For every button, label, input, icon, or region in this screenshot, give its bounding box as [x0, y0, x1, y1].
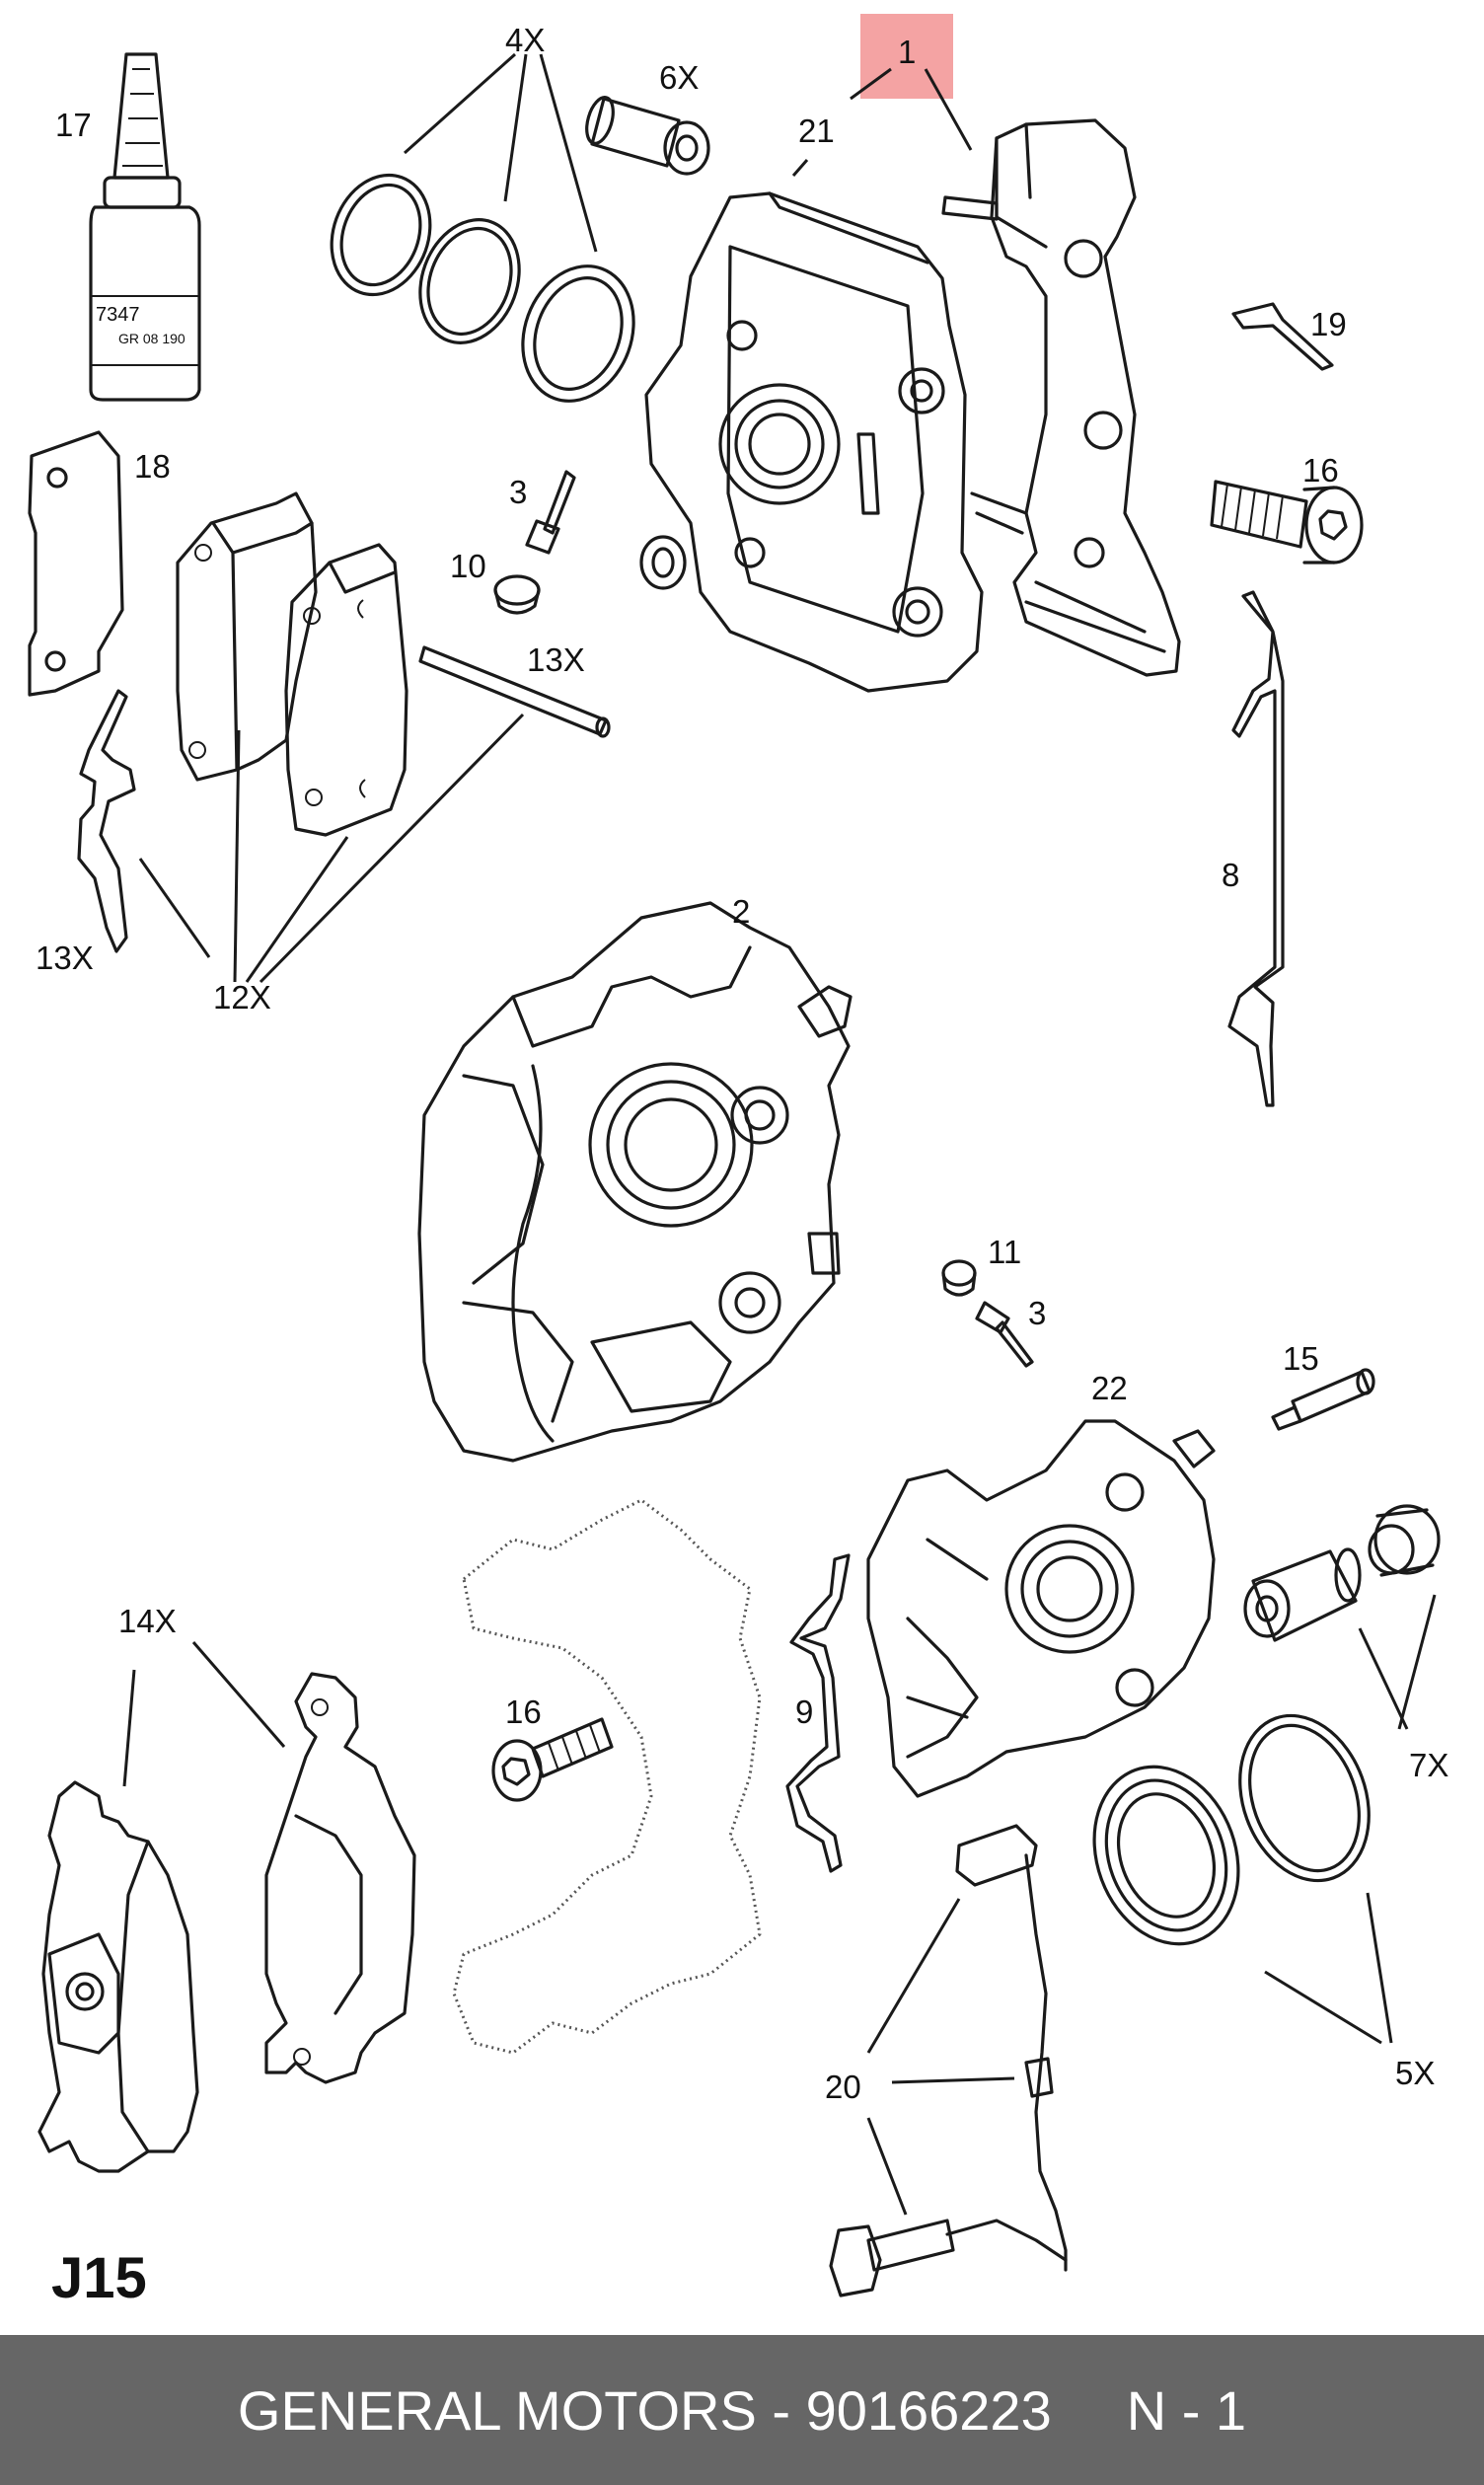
part-3-bleed-screw-mid: [975, 1301, 1034, 1368]
part-11-dust-cap: [941, 1259, 977, 1297]
label-16-bottom: 16: [505, 1694, 542, 1730]
label-9: 9: [795, 1694, 813, 1730]
part-21-caliper-housing: [639, 191, 984, 693]
part-18-shim: [28, 430, 124, 697]
label-1: 1: [898, 34, 916, 70]
part-6x-bushing: [585, 96, 710, 176]
label-13x-pin: 13X: [527, 641, 585, 678]
label-14x: 14X: [118, 1603, 177, 1639]
diagram-id: J15: [51, 2246, 147, 2310]
label-8: 8: [1222, 857, 1239, 893]
label-3-mid: 3: [1028, 1295, 1046, 1331]
label-13x-clip: 13X: [36, 940, 94, 976]
part-19-clip: [1231, 302, 1334, 371]
part-20-wear-sensor: [829, 1824, 1068, 2297]
label-15: 15: [1283, 1340, 1319, 1377]
label-12x: 12X: [213, 979, 271, 1016]
label-11: 11: [988, 1234, 1021, 1270]
bottle-text-2: GR 08 190: [118, 331, 186, 346]
label-18: 18: [134, 448, 171, 485]
anchor-bracket-dotted: [452, 1498, 762, 2055]
part-17-threadlock-bottle: 7347 GR 08 190: [89, 52, 201, 402]
part-4x-rings: [330, 173, 635, 403]
part-13x-spring-clip: [77, 689, 136, 953]
label-21: 21: [798, 113, 835, 149]
bottle-text-1: 7347: [96, 304, 140, 326]
highlight-box: [860, 14, 953, 99]
callout-labels: 1 21 4X 6X 17 19 18 16 3 10 13X 8 13X 12…: [36, 22, 1448, 2310]
label-16-top: 16: [1302, 452, 1339, 489]
part-16-bolt-bottom: [491, 1717, 614, 1802]
part-16-bolt-top: [1210, 480, 1364, 565]
part-9-spring-clip: [785, 1553, 851, 1873]
parts-diagram: 7347 GR 08 190: [28, 14, 1448, 2310]
part-1-carrier-bracket: [941, 118, 1181, 677]
part-2-caliper: [417, 901, 853, 1463]
part-7x-boots: [1243, 1504, 1441, 1642]
leader-lines: [122, 52, 1437, 2216]
label-22: 22: [1091, 1370, 1128, 1406]
label-6x: 6X: [659, 59, 699, 96]
part-12x-pads-top: [176, 491, 408, 837]
part-13x-pin: [418, 645, 611, 738]
footer-brand-part: GENERAL MOTORS - 90166223: [237, 2378, 1052, 2442]
label-5x: 5X: [1395, 2055, 1435, 2091]
part-3-bleed-screw-top: [525, 470, 576, 555]
label-17: 17: [55, 107, 92, 143]
footer-bar: GENERAL MOTORS - 90166223 N - 1: [0, 2335, 1484, 2485]
part-10-dust-cap: [493, 574, 541, 615]
label-10: 10: [450, 548, 486, 584]
part-15-guide-pin: [1271, 1368, 1375, 1431]
label-7x: 7X: [1409, 1747, 1448, 1783]
footer-suffix: N - 1: [1126, 2378, 1247, 2442]
label-20: 20: [825, 2069, 861, 2105]
part-8-spring: [1227, 590, 1285, 1107]
part-22-caliper: [866, 1419, 1216, 1798]
label-3-top: 3: [509, 474, 527, 510]
label-2: 2: [732, 893, 750, 930]
label-4x: 4X: [505, 22, 545, 58]
part-5x-seals: [1092, 1713, 1371, 1946]
label-19: 19: [1310, 306, 1347, 342]
part-14x-pads-bottom: [37, 1672, 416, 2173]
